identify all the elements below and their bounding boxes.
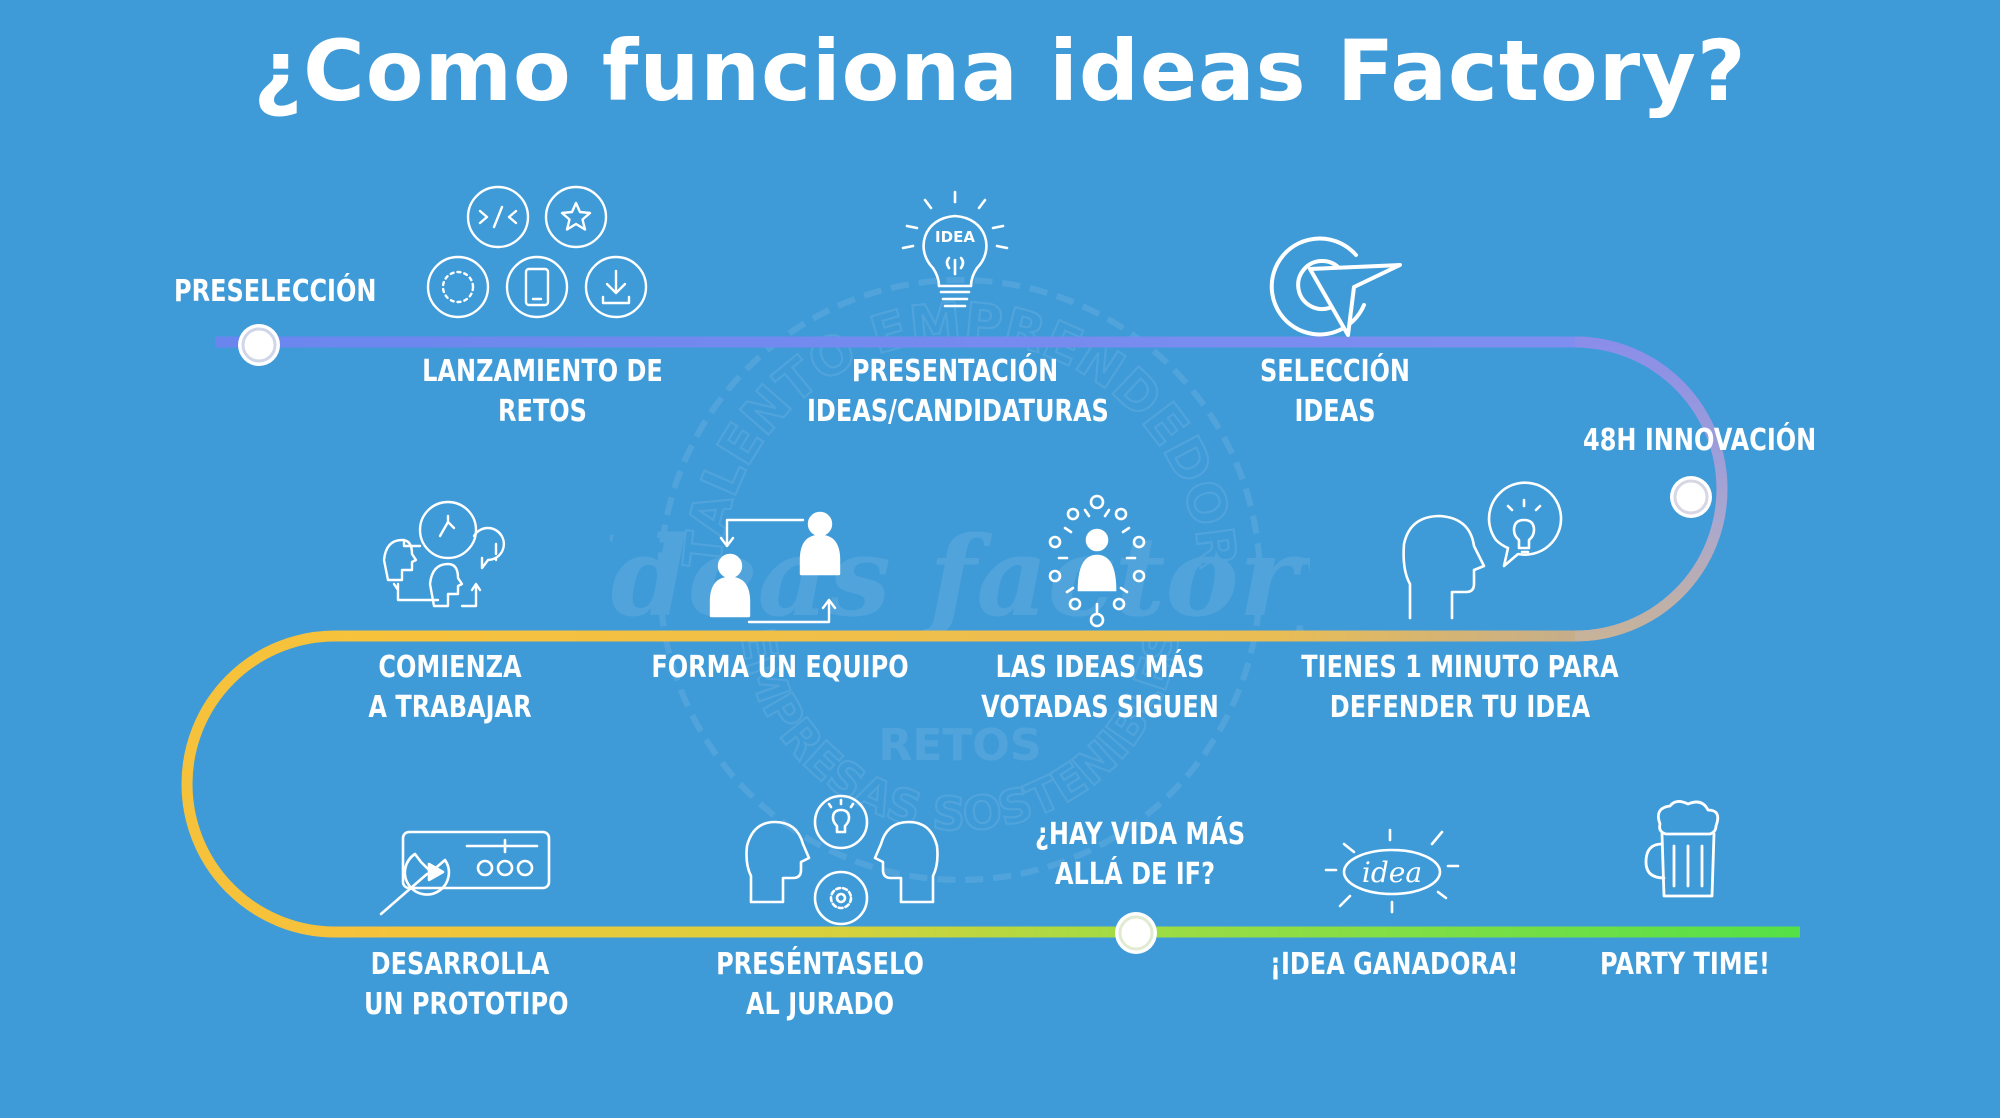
head-speech-idea-icon (1400, 481, 1563, 622)
milestone-preseleccion-label: PRESELECCIÓN (174, 274, 377, 309)
code-icon (466, 185, 530, 249)
download-icon (584, 255, 648, 319)
watermark-ribbon-text: RETOS (878, 720, 1041, 771)
challenge-icons-cluster (425, 185, 650, 320)
brainstorm-heads-icon (380, 500, 530, 630)
winning-idea-icon: idea (1318, 826, 1468, 926)
idea-lightbulb-icon: IDEA (895, 190, 1015, 320)
step-forma-equipo-label: FORMA UN EQUIPO (651, 650, 909, 685)
path-middle-segment (181, 630, 1575, 938)
step-party-time-label: PARTY TIME! (1600, 947, 1770, 982)
milestone-dot-48h (1670, 476, 1712, 518)
star-icon (544, 185, 608, 249)
idea-lightbulb-text: IDEA (935, 228, 975, 246)
loading-icon (426, 255, 490, 319)
page-title: ¿Como funciona ideas Factory? (253, 22, 1747, 120)
jury-heads-icon (745, 792, 940, 927)
target-cursor-icon (1269, 225, 1410, 340)
milestone-dot-hay-vida (1115, 912, 1157, 954)
watermark-center-text: Ideas factory (610, 512, 1310, 641)
step-idea-ganadora-label: ¡IDEA GANADORA! (1270, 947, 1519, 982)
winning-idea-text: idea (1362, 856, 1422, 889)
milestone-dot-preseleccion (238, 324, 280, 366)
watermark-logo: TALENTO EMPRENDEDOR EMPRESAS SOSTENIBLES… (556, 250, 1368, 894)
beer-mug-icon (1642, 800, 1732, 902)
team-exchange-icon (705, 510, 850, 630)
prototype-wrench-icon (375, 820, 555, 920)
mobile-icon (505, 255, 569, 319)
path-right-curve (1574, 336, 1728, 642)
voted-person-icon (1045, 492, 1150, 632)
milestone-48h-label: 48H INNOVACIÓN (1583, 423, 1817, 458)
milestone-hay-vida-label: ¿HAY VIDA MÁS ALLÁ DE IF? (1035, 817, 1246, 892)
